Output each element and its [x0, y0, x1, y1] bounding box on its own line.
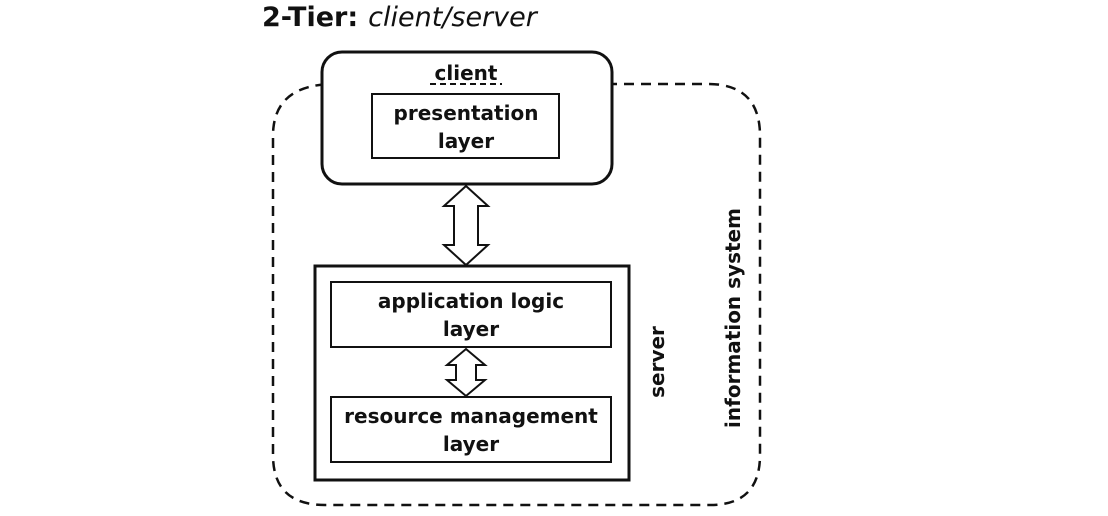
client-server-double-arrow [441, 184, 491, 267]
page-title: 2-Tier: client/server [262, 2, 537, 33]
information-system-boundary [271, 82, 762, 507]
resource-management-layer-line2: layer [443, 432, 499, 456]
resource-management-layer-box [330, 396, 612, 463]
application-logic-layer-box [330, 281, 612, 348]
application-logic-layer-line1: application logic [378, 289, 564, 313]
title-subtitle: client/server [368, 2, 537, 33]
application-logic-layer-line2: layer [443, 317, 499, 341]
server-label: server [645, 326, 669, 398]
presentation-layer-line2: layer [438, 129, 494, 153]
presentation-layer-box [371, 93, 560, 159]
resource-management-layer-line1: resource management [344, 404, 598, 428]
title-tier: 2-Tier: [262, 2, 359, 33]
information-system-label: information system [721, 208, 745, 428]
client-label: client [435, 61, 498, 85]
presentation-layer-line1: presentation [394, 101, 539, 125]
